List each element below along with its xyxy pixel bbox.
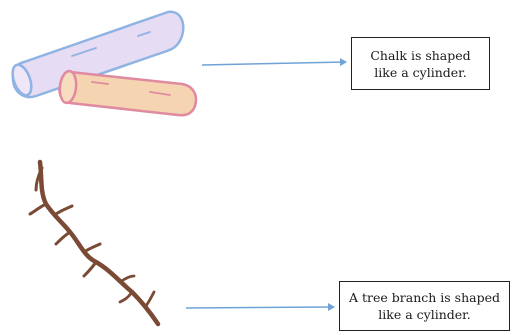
branch-arrow xyxy=(186,307,334,308)
chalk-label-line-1: Chalk is shaped xyxy=(370,47,470,64)
branch-label-line-2: like a cylinder. xyxy=(378,306,470,323)
chalk-arrow xyxy=(202,62,346,65)
tree-branch-drawing xyxy=(30,162,158,324)
branch-label-line-1: A tree branch is shaped xyxy=(349,289,500,306)
chalk-orange-stick xyxy=(58,70,196,115)
branch-label-box: A tree branch is shaped like a cylinder. xyxy=(339,281,510,331)
chalk-label-line-2: like a cylinder. xyxy=(374,64,466,81)
chalk-label-box: Chalk is shaped like a cylinder. xyxy=(351,37,490,90)
